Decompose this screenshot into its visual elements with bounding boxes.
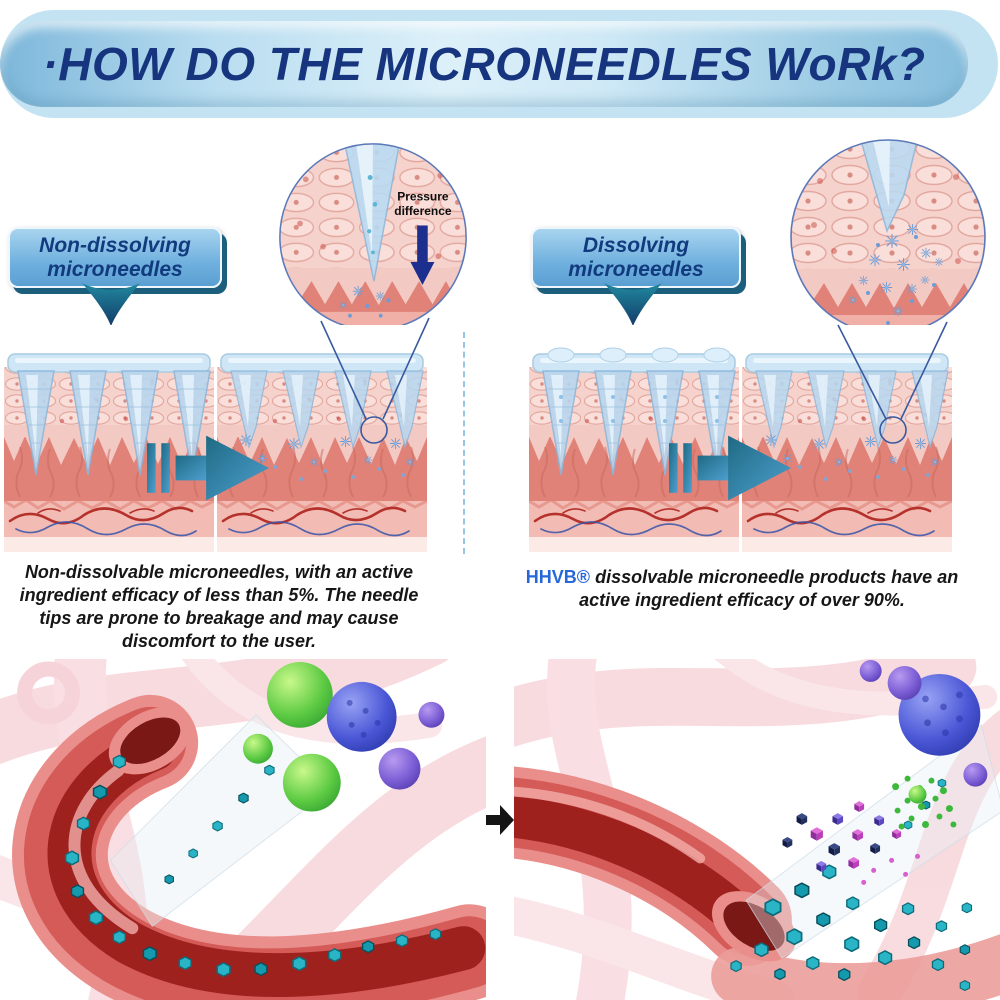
label-non-dissolving-line2: microneedles bbox=[47, 257, 183, 281]
pressure-note-line2: difference bbox=[394, 204, 452, 218]
next-arrow-icon bbox=[486, 805, 514, 835]
magnified-inset-non-dissolving: Pressure difference bbox=[279, 143, 467, 331]
brand-name: HHVB® bbox=[525, 567, 591, 587]
pointer-tail-left-icon bbox=[82, 283, 140, 326]
released-cubes bbox=[782, 801, 921, 885]
caption-dissolving: HHVB® dissolvable microneedle products h… bbox=[524, 566, 960, 612]
transition-arrow-right-icon bbox=[669, 435, 792, 501]
ingredient-spheres-before bbox=[243, 661, 445, 812]
transition-arrow-left-icon bbox=[147, 435, 270, 501]
delivery-cone bbox=[110, 714, 332, 927]
label-dissolving: Dissolving microneedles bbox=[531, 227, 741, 288]
blood-vessel-before bbox=[12, 694, 486, 1000]
label-dissolving-line2: microneedles bbox=[568, 257, 704, 281]
label-non-dissolving-line1: Non-dissolving bbox=[39, 233, 191, 257]
section-divider bbox=[463, 332, 465, 554]
banner-pill: ·HOW DO THE MICRONEEDLES WoRk? bbox=[0, 21, 968, 107]
released-green-cluster bbox=[892, 775, 957, 830]
pressure-note-line1: Pressure bbox=[397, 190, 449, 204]
caption-dissolving-text: dissolvable microneedle products have an… bbox=[579, 567, 959, 611]
vessel-illustration-before bbox=[0, 659, 486, 1000]
ingredient-spheres-after bbox=[859, 659, 988, 787]
label-non-dissolving: Non-dissolving microneedles bbox=[8, 227, 222, 288]
page-title: ·HOW DO THE MICRONEEDLES WoRk? bbox=[42, 38, 926, 90]
pointer-tail-right-icon bbox=[604, 283, 662, 326]
pressure-down-arrow-icon bbox=[410, 225, 435, 285]
magnified-inset-dissolving bbox=[790, 139, 986, 335]
vessel-illustration-after bbox=[514, 659, 1000, 1000]
caption-non-dissolving: Non-dissolvable microneedles, with an ac… bbox=[19, 562, 419, 652]
label-dissolving-line1: Dissolving bbox=[582, 233, 690, 257]
delivery-cone bbox=[746, 724, 1000, 959]
